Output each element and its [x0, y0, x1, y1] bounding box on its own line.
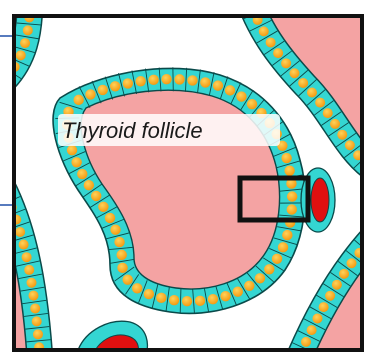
- nucleus: [278, 242, 288, 252]
- nucleus: [337, 130, 347, 140]
- nucleus: [148, 75, 158, 85]
- nucleus: [105, 213, 115, 223]
- nucleus: [225, 85, 235, 95]
- nucleus: [323, 108, 333, 118]
- nucleus: [282, 230, 292, 240]
- nucleus: [114, 237, 124, 247]
- nucleus: [236, 91, 246, 101]
- nucleus: [287, 204, 297, 214]
- nucleus: [266, 37, 276, 47]
- nucleus: [132, 283, 142, 293]
- nucleus: [23, 25, 33, 35]
- cell-boundary: [364, 159, 371, 177]
- nucleus: [315, 98, 325, 108]
- nucleus: [32, 316, 42, 326]
- nucleus: [16, 50, 26, 60]
- nucleus: [264, 264, 274, 274]
- nucleus: [25, 0, 35, 9]
- nucleus: [273, 48, 283, 58]
- nucleus: [233, 287, 243, 297]
- nucleus: [319, 302, 329, 312]
- nucleus: [187, 75, 197, 85]
- nucleus: [289, 68, 299, 78]
- nucleus: [339, 269, 349, 279]
- nucleus: [220, 291, 230, 301]
- nucleus: [73, 95, 83, 105]
- nucleus: [77, 169, 87, 179]
- nucleus: [281, 58, 291, 68]
- nucleus: [174, 74, 184, 84]
- nucleus: [169, 295, 179, 305]
- cell-boundary: [18, 11, 42, 12]
- nucleus: [347, 258, 357, 268]
- nucleus: [19, 240, 29, 250]
- nucleus: [27, 278, 37, 288]
- nucleus: [287, 191, 297, 201]
- nucleus: [255, 273, 265, 283]
- nucleus: [122, 274, 132, 284]
- nucleus: [330, 119, 340, 129]
- follicle-label: Thyroid follicle: [62, 118, 203, 143]
- nucleus: [110, 81, 120, 91]
- nucleus: [85, 89, 95, 99]
- nucleus: [67, 145, 77, 155]
- nucleus: [244, 281, 254, 291]
- nucleus: [33, 329, 43, 339]
- nucleus: [284, 165, 294, 175]
- nucleus: [161, 74, 171, 84]
- nucleus: [307, 87, 317, 97]
- nucleus: [200, 77, 210, 87]
- nucleus: [91, 191, 101, 201]
- nucleus: [71, 157, 81, 167]
- nucleus: [2, 72, 12, 82]
- capillary: [311, 178, 329, 222]
- nucleus: [0, 179, 6, 189]
- nucleus: [28, 291, 38, 301]
- nucleus: [325, 291, 335, 301]
- nucleus: [97, 85, 107, 95]
- nucleus: [22, 252, 32, 262]
- nucleus: [20, 38, 30, 48]
- nucleus: [110, 225, 120, 235]
- nucleus: [195, 296, 205, 306]
- nucleus: [135, 76, 145, 86]
- nucleus: [312, 314, 322, 324]
- nucleus: [117, 263, 127, 273]
- nucleus: [208, 294, 218, 304]
- nucleus: [332, 280, 342, 290]
- nucleus: [345, 140, 355, 150]
- nucleus: [281, 153, 291, 163]
- nucleus: [247, 3, 257, 13]
- nucleus: [98, 202, 108, 212]
- nucleus: [182, 296, 192, 306]
- nucleus: [301, 337, 311, 347]
- nucleus: [123, 78, 133, 88]
- nucleus: [30, 303, 40, 313]
- nucleus: [298, 78, 308, 88]
- nucleus: [24, 265, 34, 275]
- nucleus: [259, 26, 269, 36]
- cell-boundary: [28, 353, 52, 355]
- nucleus: [116, 250, 126, 260]
- nucleus: [272, 254, 282, 264]
- nucleus: [84, 180, 94, 190]
- cell-boundary: [0, 74, 11, 90]
- nucleus: [2, 190, 12, 200]
- nucleus: [247, 99, 257, 109]
- nucleus: [213, 80, 223, 90]
- nucleus: [144, 289, 154, 299]
- nucleus: [156, 293, 166, 303]
- nucleus: [307, 325, 317, 335]
- nucleus: [15, 227, 25, 237]
